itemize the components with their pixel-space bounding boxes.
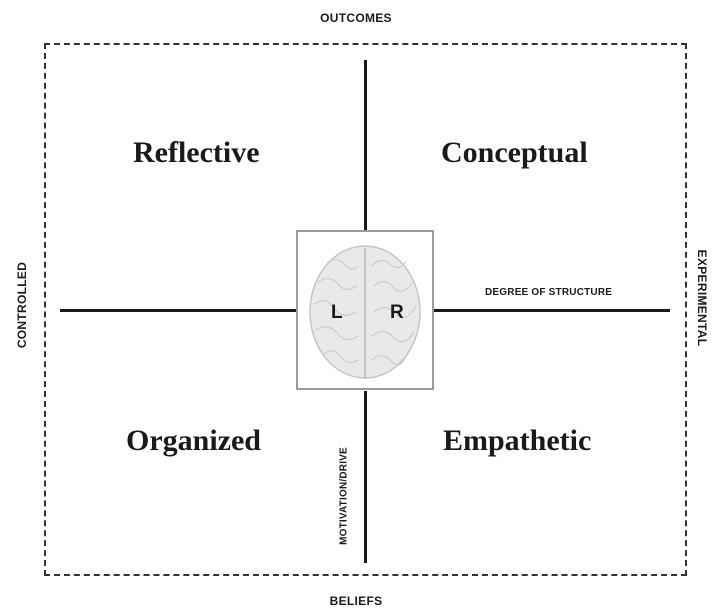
quadrant-organized: Organized [126,424,261,457]
vertical-axis-bottom [364,391,367,563]
horizontal-axis-right [434,309,670,312]
axis-label-motivation: MOTIVATION/DRIVE [338,447,350,545]
quadrant-empathetic: Empathetic [443,424,592,457]
edge-label-bottom: BELIEFS [329,594,383,608]
edge-label-right: EXPERIMENTAL [695,249,709,347]
edge-label-left: CONTROLLED [15,261,29,349]
brain-icon [309,245,421,379]
horizontal-axis-left [60,309,296,312]
quadrant-reflective: Reflective [133,136,260,169]
left-hemisphere-label: L [331,302,343,323]
right-hemisphere-label: R [390,302,404,323]
axis-label-structure: DEGREE OF STRUCTURE [485,287,613,298]
vertical-axis-top [364,60,367,230]
diagram-frame [44,43,687,576]
quadrant-conceptual: Conceptual [441,136,588,169]
brain-panel: L R [296,230,434,390]
edge-label-top: OUTCOMES [320,11,392,25]
